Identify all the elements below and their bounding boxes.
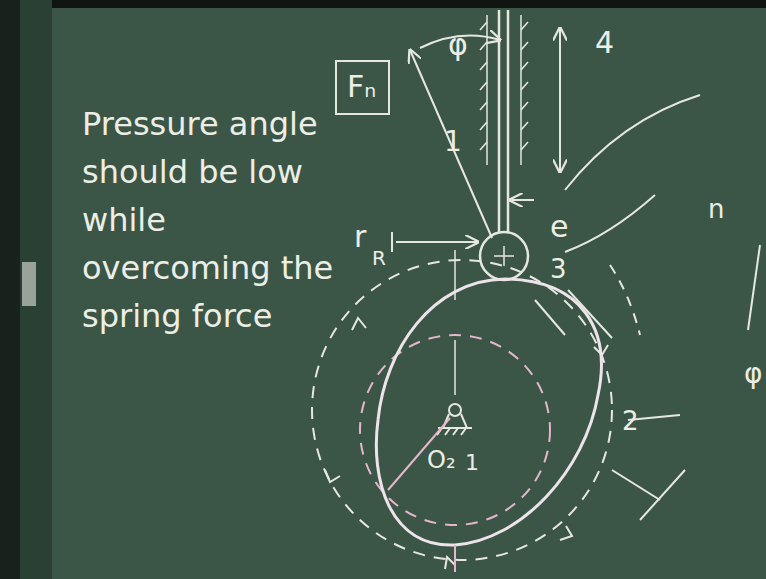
edge-stroke [748, 245, 760, 330]
node-text: Fₙ [347, 72, 378, 102]
board-clip [22, 262, 36, 306]
follower-stem [507, 10, 510, 232]
guide-hatch [480, 22, 528, 150]
offset-label: e [550, 212, 568, 242]
angle-symbol: φ [744, 360, 762, 388]
callout-number: 1 [444, 128, 462, 156]
center-line [454, 340, 456, 395]
roller-pin [494, 246, 514, 266]
radius-line [454, 545, 456, 572]
cam-pivot [437, 404, 472, 435]
direction-arrows [325, 318, 608, 569]
leader-line [565, 195, 655, 252]
label-letter: n [708, 196, 724, 222]
note-text: Pressure angle should be low while overc… [82, 100, 337, 340]
callout-number: 2 [622, 408, 639, 434]
base-circle [360, 335, 550, 525]
board-frame [0, 0, 20, 579]
callout-number: 3 [550, 256, 567, 282]
offset-arrow [510, 199, 534, 201]
force-box: Fₙ [335, 60, 390, 115]
board-frame [20, 0, 52, 579]
dimension-arrow [396, 241, 478, 243]
cam-profile [376, 279, 601, 545]
motion-arc [610, 265, 640, 335]
callout-number: 1 [465, 452, 479, 474]
center-line [454, 250, 456, 300]
pivot-label: O₂ [427, 448, 456, 472]
follower-stem [498, 10, 501, 232]
pitch-curve [312, 260, 612, 560]
top-edge [0, 0, 766, 8]
angle-symbol: φ [448, 30, 468, 60]
construction-lines [535, 290, 685, 520]
dimension-tick [391, 232, 393, 252]
dimension-label: r [354, 222, 366, 252]
leader-line [565, 95, 700, 190]
force-line [410, 50, 492, 238]
dimension-subscript: R [372, 248, 386, 268]
stroke-arrow [559, 28, 561, 172]
follower [480, 10, 528, 232]
dimension-label: 4 [595, 28, 614, 58]
